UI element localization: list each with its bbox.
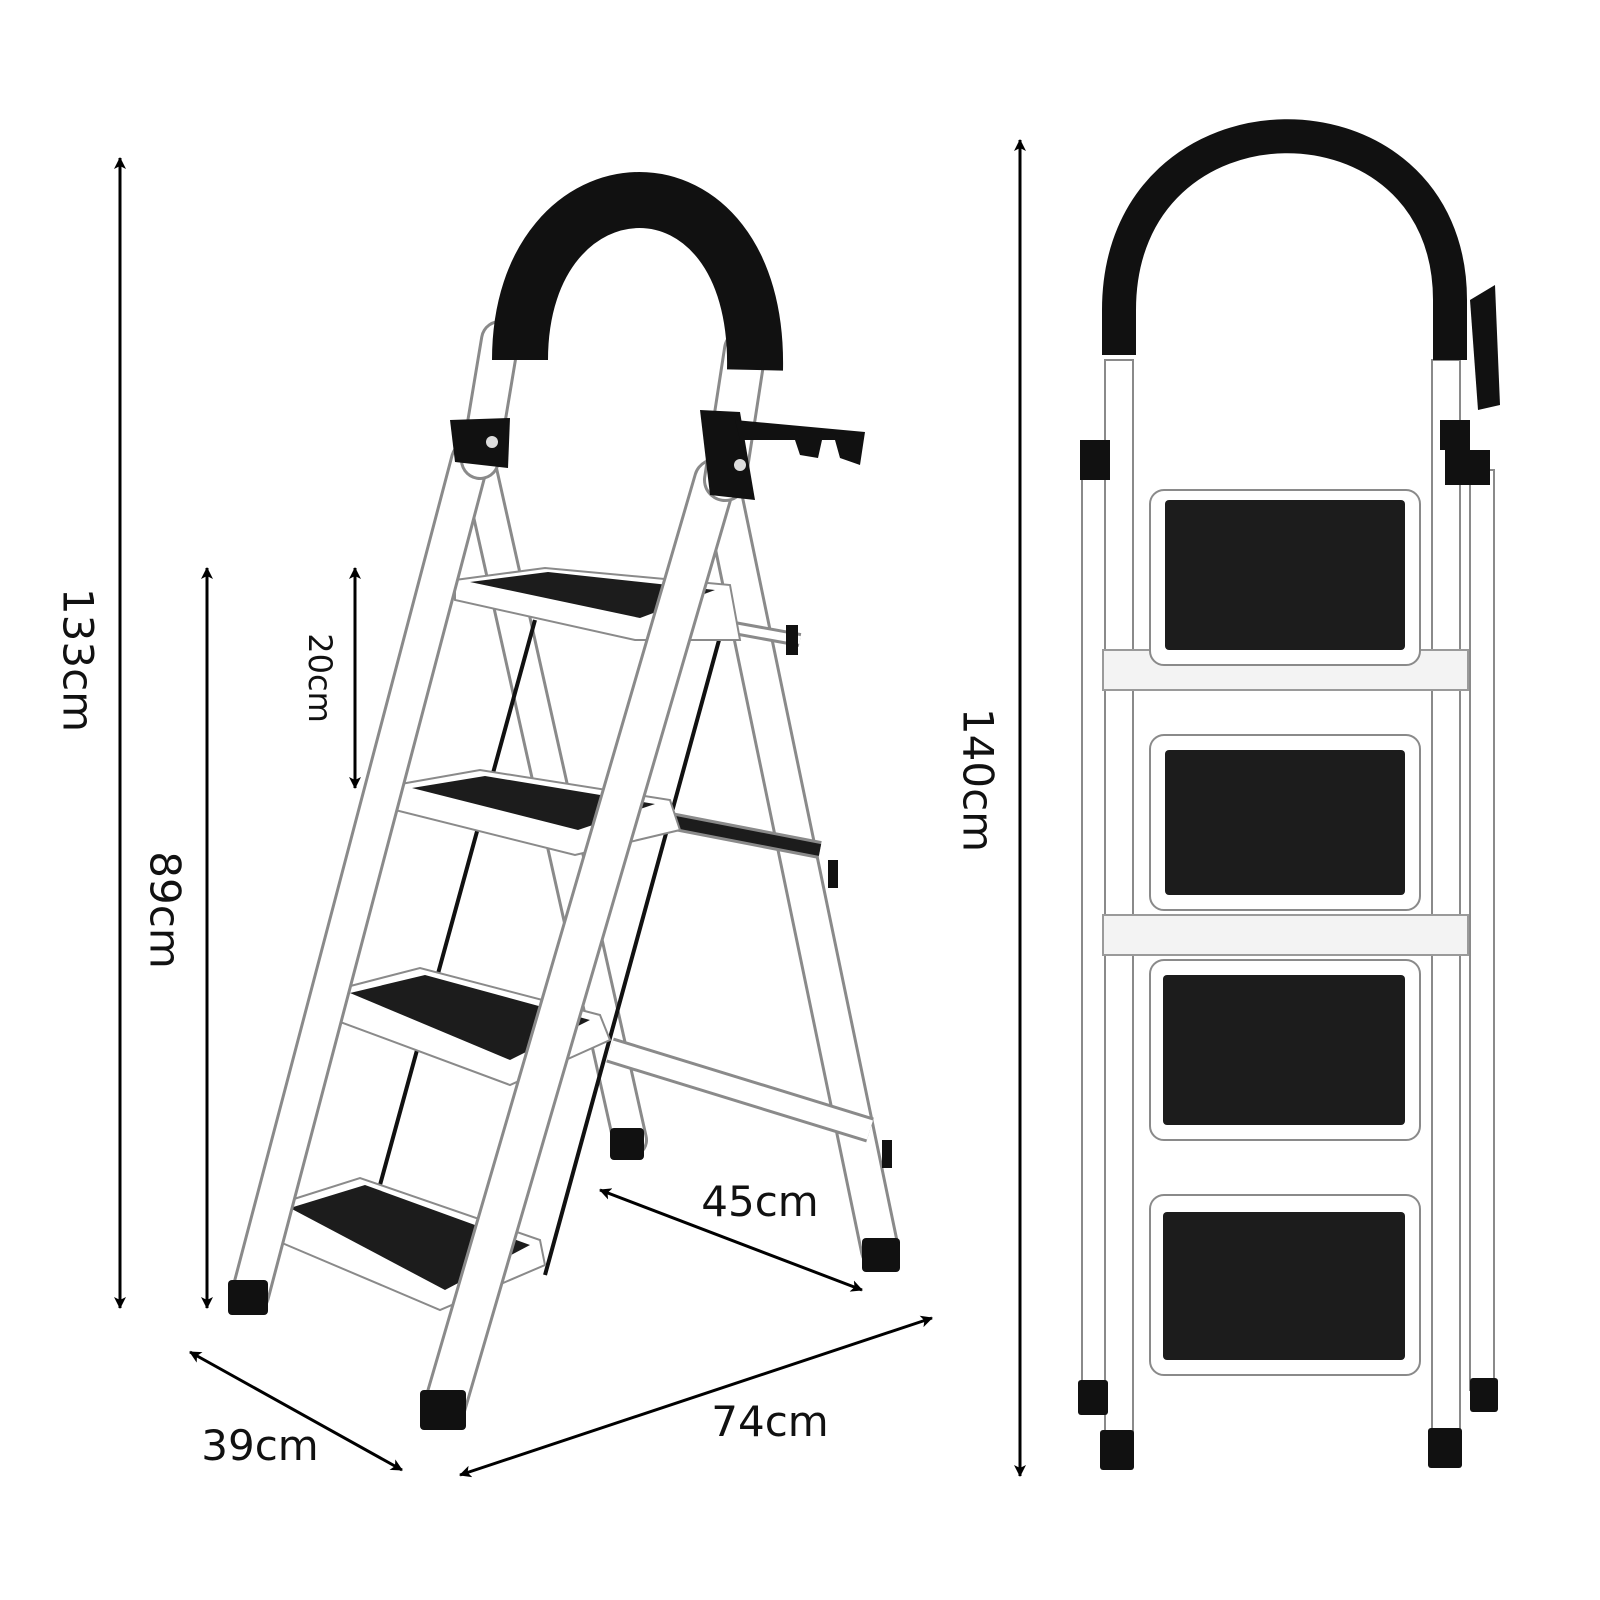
fv-handle-grip — [1102, 119, 1467, 360]
fv-step-1 — [1149, 1194, 1421, 1376]
safety-straps — [378, 599, 732, 1276]
fv-step-2 — [1149, 959, 1421, 1141]
label-20cm: 20cm — [301, 633, 339, 722]
label-140cm: 140cm — [954, 708, 1003, 852]
arrow-74 — [459, 1315, 933, 1478]
fv-tool-tray — [1080, 285, 1500, 485]
rear-cross-bars — [606, 613, 874, 1143]
arrow-39 — [189, 1350, 403, 1472]
front-leg-left — [230, 440, 490, 1315]
label-89cm: 89cm — [141, 851, 190, 968]
tool-tray — [735, 420, 865, 465]
angled-ladder — [228, 172, 900, 1430]
fv-step-4 — [1149, 489, 1421, 666]
label-74cm: 74cm — [711, 1397, 828, 1446]
dimension-labels: 133cm 89cm 20cm 45cm 39cm 74cm 140cm — [54, 588, 1003, 1470]
dimension-arrows — [114, 139, 1026, 1478]
label-133cm: 133cm — [54, 588, 103, 732]
foot-caps — [228, 625, 900, 1430]
label-45cm: 45cm — [701, 1177, 818, 1226]
front-leg-right — [423, 458, 737, 1427]
fv-foot-caps — [1078, 1378, 1498, 1470]
handle-posts — [460, 320, 767, 502]
arrow-45 — [599, 1188, 863, 1292]
front-view-ladder — [1078, 119, 1500, 1470]
label-39cm: 39cm — [201, 1421, 318, 1470]
fv-front-legs — [1104, 359, 1461, 1451]
handle-grip — [492, 172, 784, 371]
fv-step-3 — [1149, 734, 1421, 911]
